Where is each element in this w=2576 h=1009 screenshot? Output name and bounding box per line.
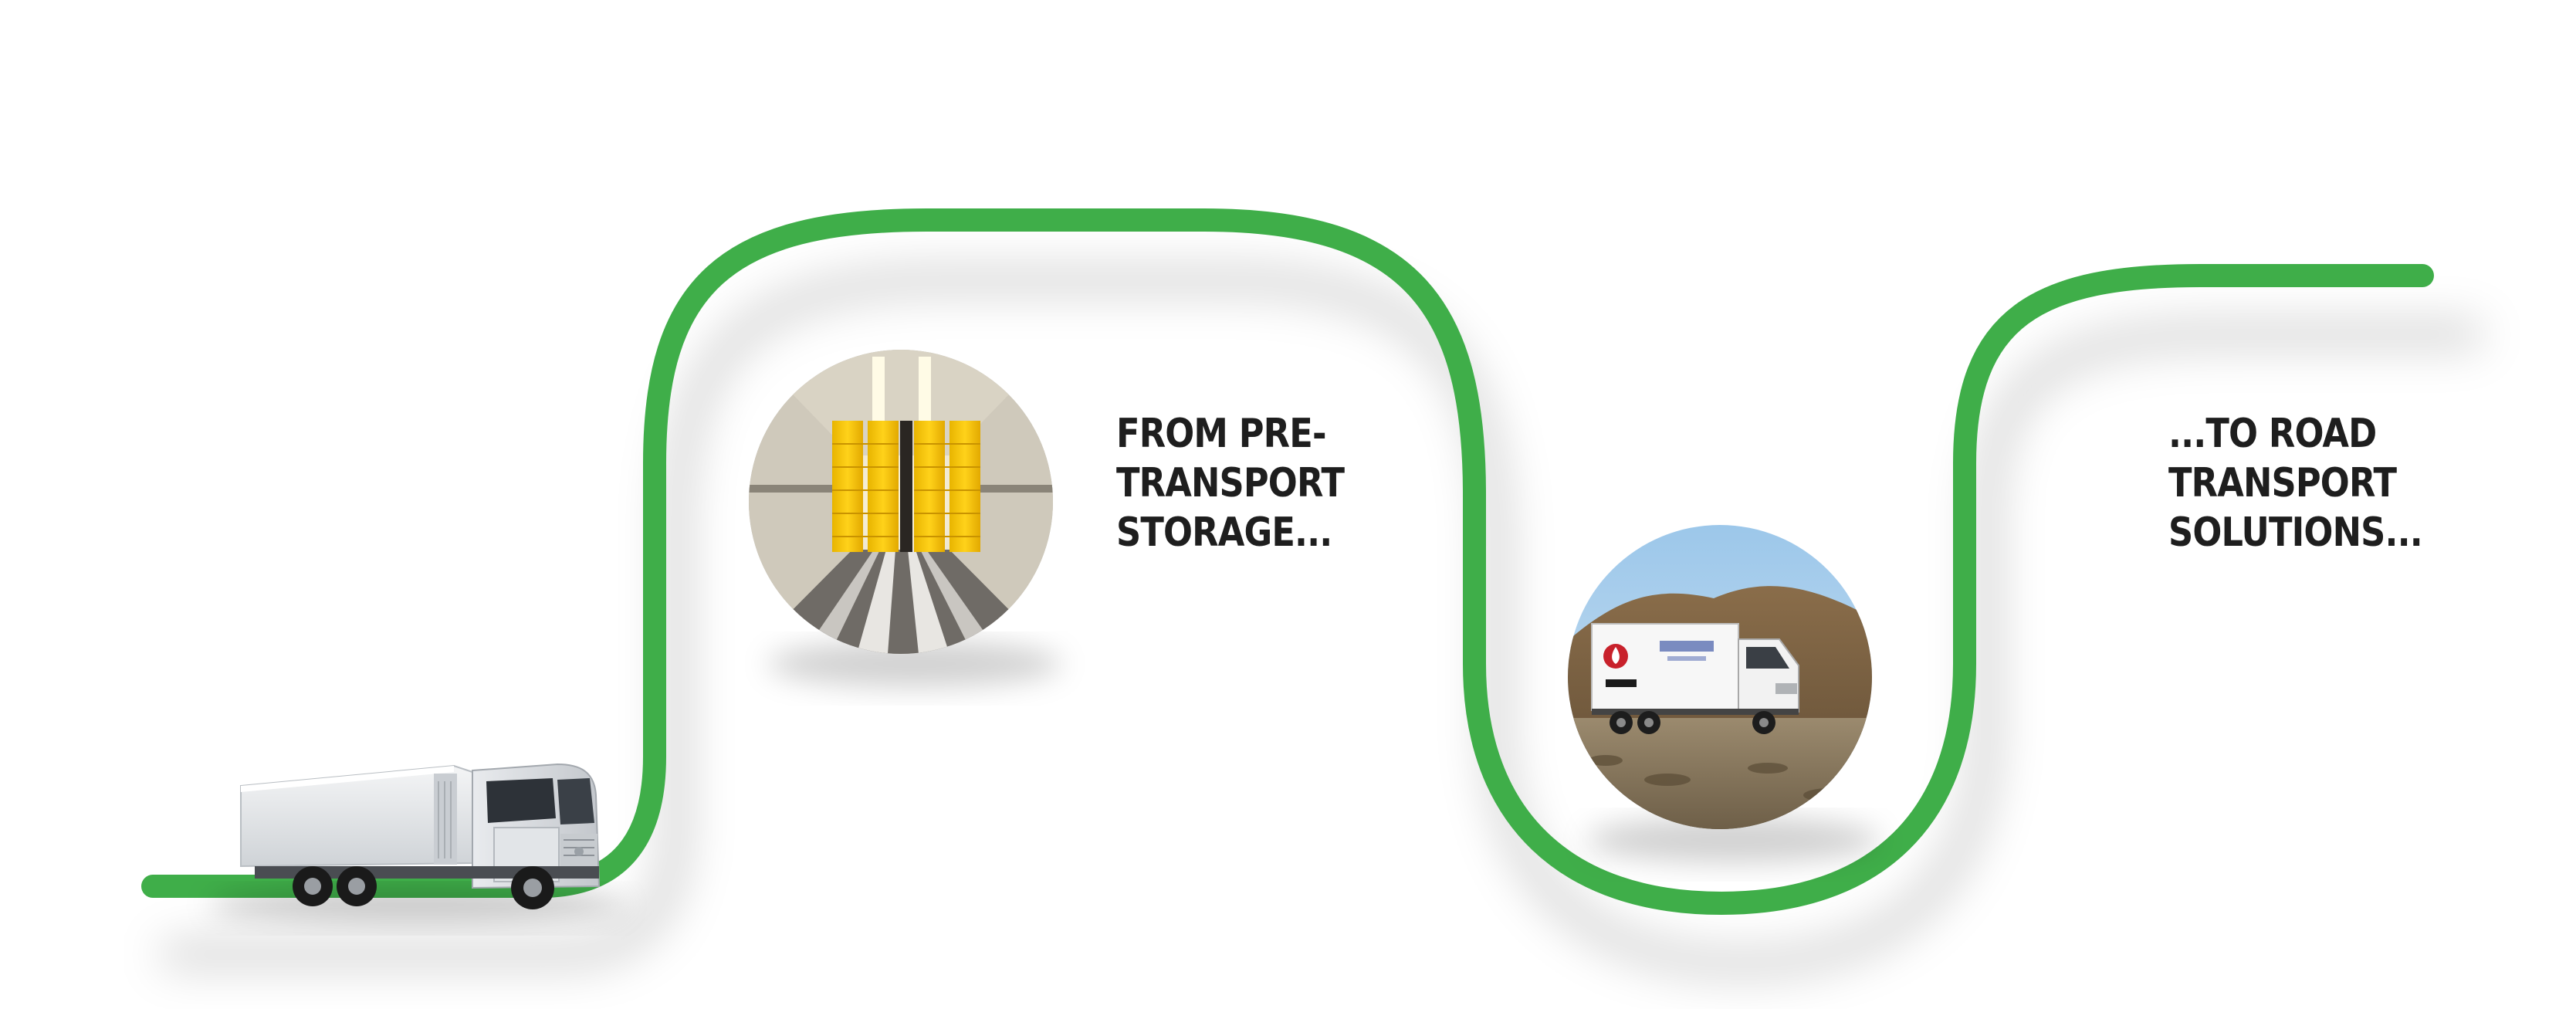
- caption-storage-line-1: FROM PRE-: [1116, 411, 1327, 457]
- caption-road-line-3: SOLUTIONS...: [2168, 510, 2423, 556]
- storage-photo: [749, 350, 1061, 687]
- truck-icon: [208, 763, 625, 922]
- start-truck: [208, 763, 625, 922]
- journey-path: [141, 208, 2434, 916]
- caption-storage-line-3: STORAGE...: [1116, 510, 1332, 556]
- caption-storage-line-2: TRANSPORT: [1116, 460, 1345, 506]
- caption-road-line-2: TRANSPORT: [2168, 460, 2397, 506]
- cold-storage-icon: [749, 350, 1053, 654]
- path-shadow: [160, 266, 2483, 979]
- road-photo: [1568, 525, 1880, 863]
- caption-road-line-1: ...TO ROAD: [2168, 411, 2377, 457]
- road-truck-icon: [1568, 525, 1872, 829]
- caption-road: ...TO ROAD TRANSPORT SOLUTIONS...: [2168, 409, 2423, 557]
- caption-storage: FROM PRE- TRANSPORT STORAGE...: [1116, 409, 1345, 557]
